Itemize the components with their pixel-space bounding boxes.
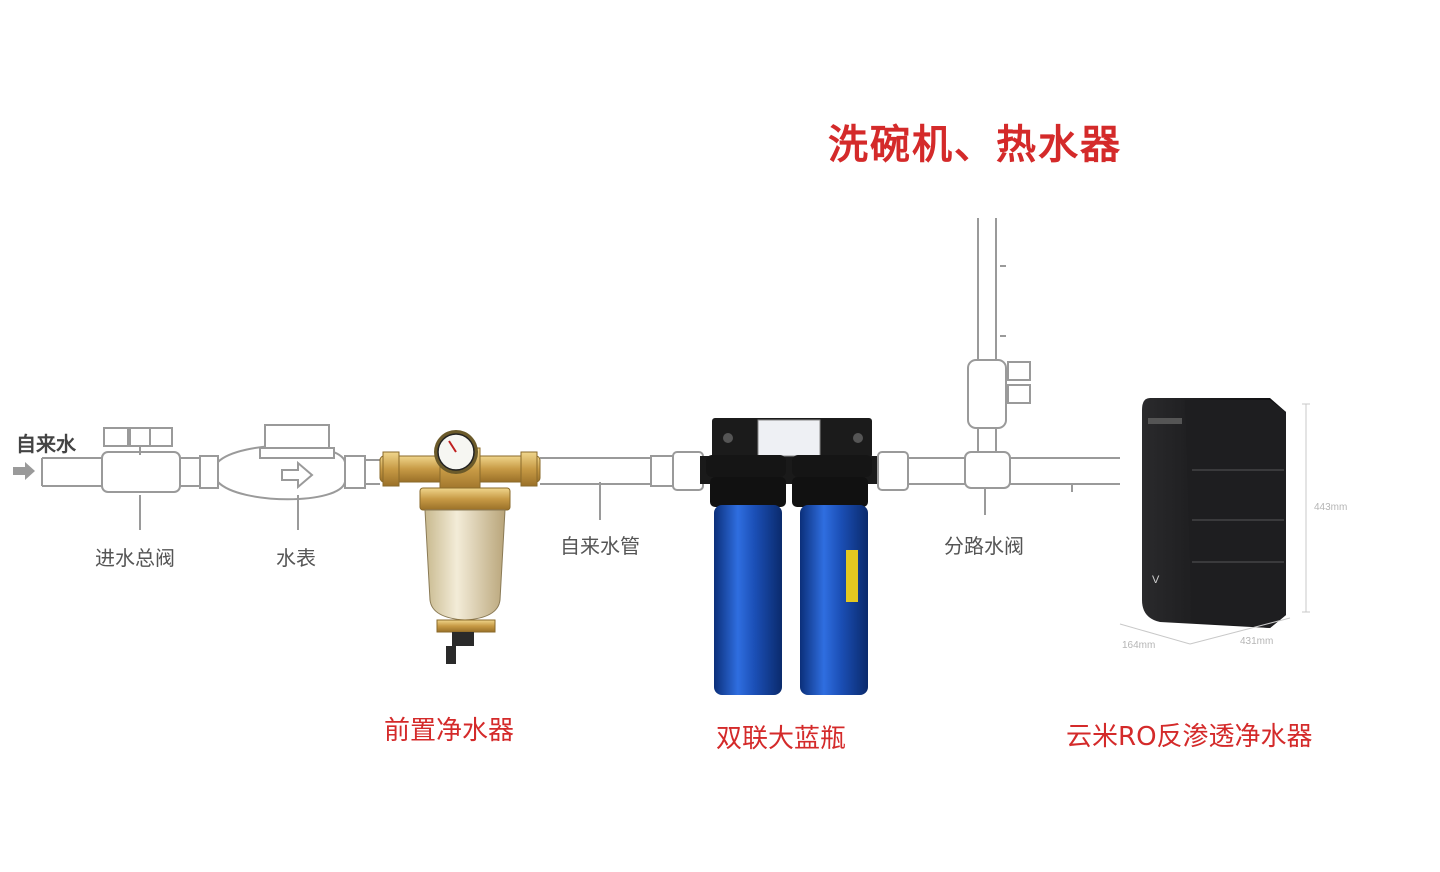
pre-filter-label: 前置净水器	[384, 716, 515, 746]
main-valve	[103, 427, 173, 455]
branch-valve-label: 分路水阀	[944, 534, 1024, 558]
main-pipe	[41, 444, 380, 501]
inlet-arrow-icon	[13, 462, 35, 480]
width-dim-label: 431mm	[1240, 636, 1274, 647]
svg-text:V: V	[1152, 574, 1160, 586]
water-meter	[259, 424, 335, 490]
big-blue-filter	[700, 418, 880, 695]
depth-dim-label: 164mm	[1122, 640, 1156, 651]
leader-lines	[139, 482, 986, 530]
dimension-lines	[1119, 403, 1310, 645]
ro-purifier: V	[1142, 398, 1286, 628]
main-valve-label: 进水总阀	[95, 546, 175, 570]
branch-pipe	[877, 218, 1120, 492]
tap-water-pipe	[540, 451, 704, 491]
height-dim-label: 443mm	[1314, 502, 1348, 513]
big-blue-label: 双联大蓝瓶	[716, 724, 847, 754]
meter-label: 水表	[276, 546, 316, 570]
inlet-label: 自来水	[16, 432, 76, 456]
tap-pipe-label: 自来水管	[560, 534, 640, 558]
branch-title: 洗碗机、热水器	[828, 121, 1122, 168]
ro-label: 云米RO反渗透净水器	[1066, 722, 1313, 752]
pre-filter	[379, 430, 541, 664]
